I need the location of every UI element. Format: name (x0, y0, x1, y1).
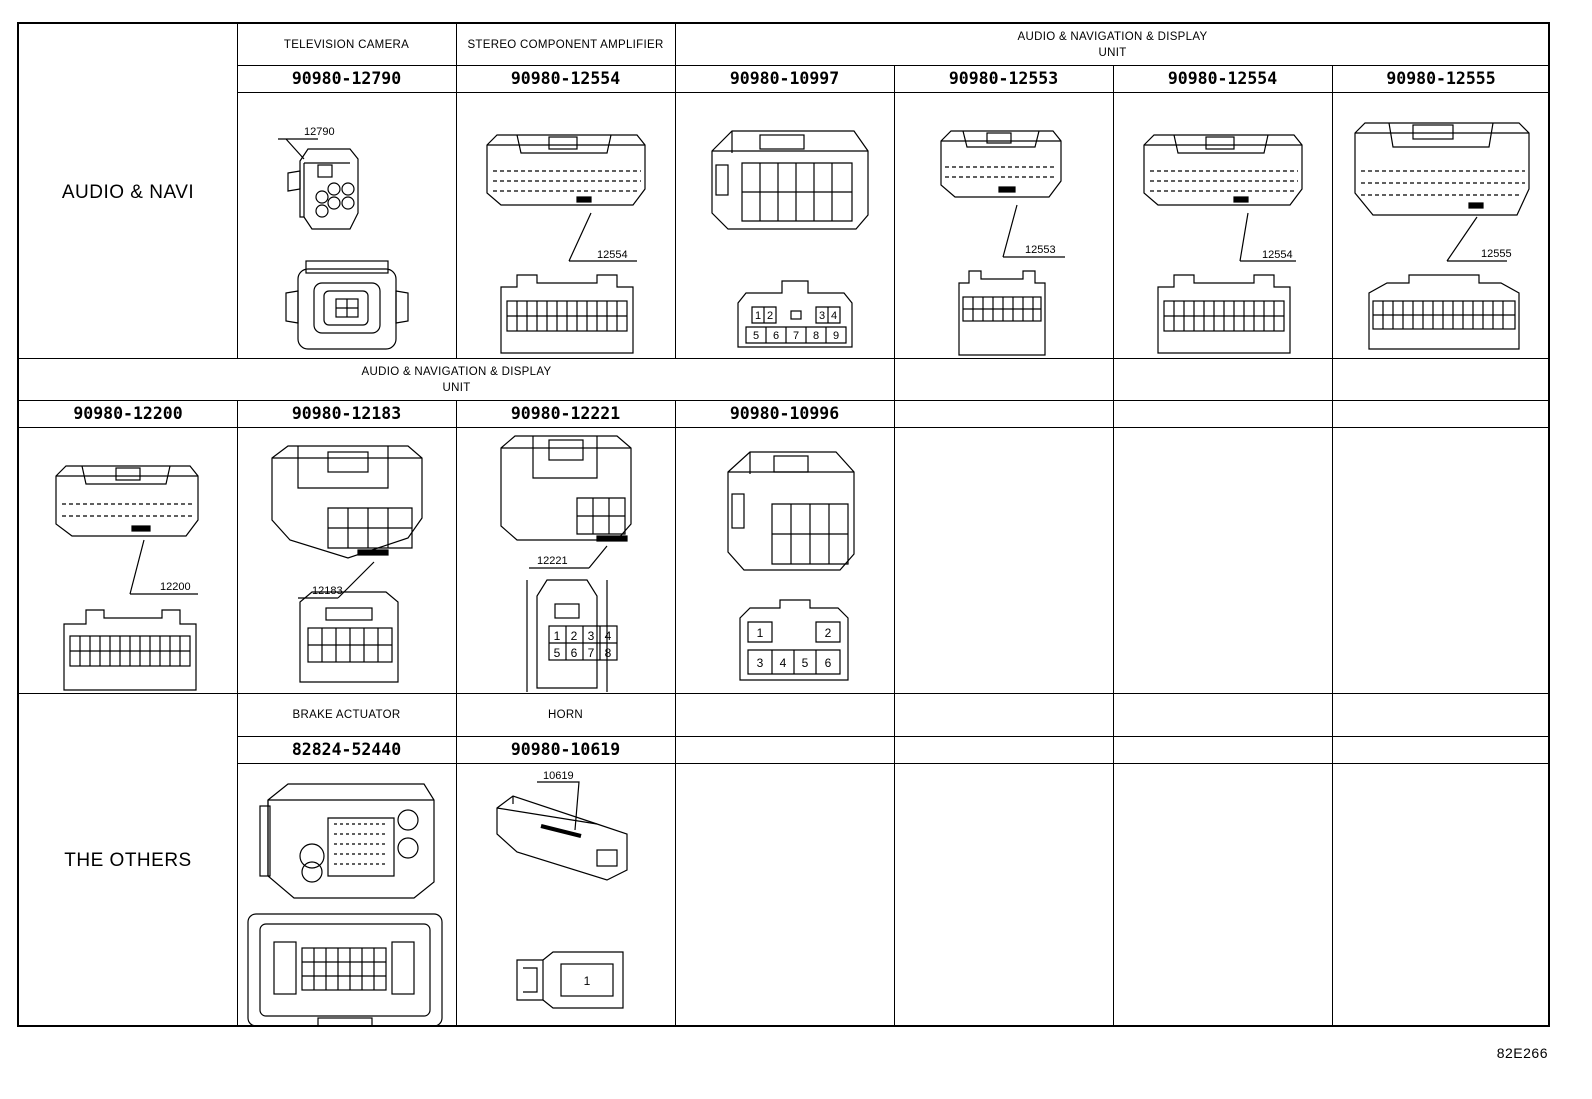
part-number: 90980-10996 (729, 404, 840, 423)
callout-label: 12554 (1262, 249, 1293, 261)
col-divider (675, 693, 676, 1027)
pin-label: 4 (831, 310, 837, 322)
pin-label: 4 (780, 656, 787, 670)
pin-label: 1 (554, 629, 561, 643)
col-divider (237, 693, 238, 1027)
pin-label: 6 (773, 330, 779, 342)
pin-label: 5 (753, 330, 759, 342)
row-divider (19, 358, 1550, 359)
part-number: 90980-12554 (510, 69, 621, 88)
row-divider (237, 65, 1550, 66)
caption-television-camera: TELEVISION CAMERA (283, 39, 410, 51)
pin-label: 2 (825, 626, 832, 640)
pin-label: 3 (588, 629, 595, 643)
pin-label: 3 (757, 656, 764, 670)
col-divider (1332, 693, 1333, 1027)
pin-label: 2 (767, 310, 773, 322)
connector-drawing-12221: 1 2 3 4 5 6 7 8 12221 (500, 435, 632, 692)
callout-label: 12555 (1481, 248, 1512, 260)
row-divider (237, 736, 1550, 737)
row-divider (237, 92, 1550, 93)
part-number: 90980-12555 (1386, 69, 1496, 88)
pin-label: 1 (584, 974, 591, 988)
col-divider (1332, 358, 1333, 693)
caption-horn: HORN (547, 709, 584, 721)
caption-brake-actuator: BRAKE ACTUATOR (292, 709, 401, 721)
row-divider (19, 427, 1550, 428)
col-divider (1113, 693, 1114, 1027)
section-label-the-others: THE OTHERS (64, 850, 192, 871)
callout-label: 12790 (304, 126, 335, 138)
pin-label: 4 (605, 629, 612, 643)
part-number: 90980-12221 (510, 404, 621, 423)
row-divider (19, 400, 1550, 401)
row-divider (237, 763, 1550, 764)
pin-label: 7 (588, 646, 595, 660)
pin-label: 5 (802, 656, 809, 670)
col-divider (237, 400, 238, 693)
caption-stereo-amplifier: STEREO COMPONENT AMPLIFIER (467, 39, 664, 51)
connector-table: AUDIO & NAVI THE OTHERS TELEVISION CAMER… (17, 22, 1550, 1027)
part-number: 90980-12200 (73, 404, 183, 423)
part-number: 90980-12790 (291, 69, 402, 88)
part-number: 90980-10997 (729, 69, 840, 88)
pin-label: 2 (571, 629, 578, 643)
col-divider (894, 693, 895, 1027)
connector-drawing-12554: 12554 (486, 134, 646, 354)
pin-label: 7 (793, 330, 799, 342)
caption-audio-nav-display: AUDIO & NAVIGATION & DISPLAY (361, 366, 552, 378)
col-divider (1332, 65, 1333, 358)
pin-label: 9 (833, 330, 839, 342)
col-divider (894, 65, 895, 358)
row-divider (19, 693, 1550, 694)
pin-label: 6 (825, 656, 832, 670)
connector-drawing-12554: 12554 (1143, 134, 1303, 354)
connector-drawing-brake-actuator (247, 783, 443, 1027)
connector-drawing-10996: 1 2 3 4 5 6 (727, 451, 855, 681)
part-number: 90980-10619 (510, 740, 621, 759)
connector-drawing-12183: 12183 (271, 445, 423, 683)
callout-label: 12200 (160, 581, 191, 593)
caption-audio-nav-display-unit: UNIT (442, 382, 471, 394)
connector-drawing-12790: 12790 (278, 126, 409, 350)
col-divider (456, 24, 457, 358)
pin-label: 5 (554, 646, 561, 660)
part-number: 90980-12183 (291, 404, 402, 423)
connector-drawing-12553: 12554 12553 (940, 130, 1065, 356)
caption-audio-nav-display-unit: UNIT (1098, 47, 1127, 59)
callout-label: 10619 (543, 770, 574, 782)
connector-drawing-10997: 1 2 3 4 5 6 7 8 9 10 (711, 130, 869, 348)
figure-code: 82E266 (1496, 1045, 1548, 1061)
col-divider (456, 400, 457, 693)
pin-label: 3 (819, 310, 825, 322)
col-divider (675, 400, 676, 693)
part-number: 90980-12554 (1167, 69, 1278, 88)
caption-audio-nav-display: AUDIO & NAVIGATION & DISPLAY (1017, 31, 1208, 43)
callout-label: 12553 (1025, 244, 1056, 256)
callout-label: 12183 (312, 585, 343, 597)
callout-label: 12221 (537, 555, 568, 567)
connector-drawing-12555: 12555 (1354, 122, 1530, 350)
col-divider (894, 358, 895, 693)
connector-drawing-12200: 12200 (55, 465, 199, 691)
pin-label: 1 (757, 626, 764, 640)
col-divider (1113, 358, 1114, 693)
pin-label: 8 (605, 646, 612, 660)
connector-drawing-10619: 1 10619 (496, 770, 628, 1009)
section-label-audio-navi: AUDIO & NAVI (61, 182, 195, 203)
pin-label: 1 (755, 310, 761, 322)
col-divider (456, 693, 457, 1027)
col-divider (237, 24, 238, 358)
col-divider (675, 24, 676, 358)
part-number: 82824-52440 (291, 740, 402, 759)
pin-label: 8 (813, 330, 819, 342)
pin-label: 6 (571, 646, 578, 660)
callout-label: 12554 (597, 249, 628, 261)
part-number: 90980-12553 (948, 69, 1059, 88)
col-divider (1113, 65, 1114, 358)
